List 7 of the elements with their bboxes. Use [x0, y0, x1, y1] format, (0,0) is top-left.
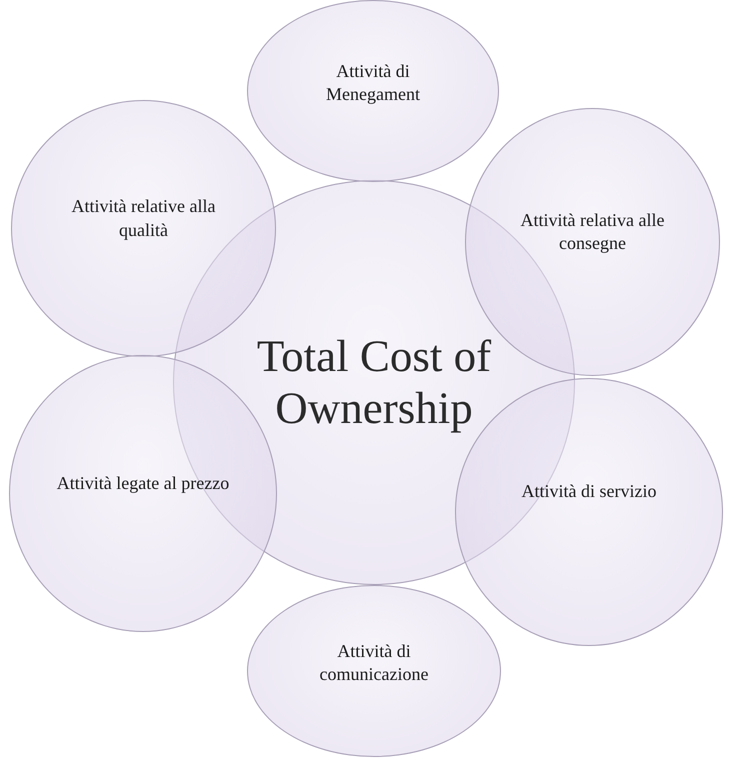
circle-label: Attività relativa alle consegne — [520, 208, 666, 255]
circle-label: Attività di comunicazione — [318, 640, 430, 686]
circle-label: Attività legate al prezzo — [56, 472, 230, 495]
center-title: Total Cost of Ownership — [256, 330, 492, 434]
circle-label: Attività di servizio — [522, 480, 656, 504]
circle-label: Attività relative alla qualità — [70, 195, 216, 242]
circle-label: Attività di Menegament — [325, 60, 421, 106]
